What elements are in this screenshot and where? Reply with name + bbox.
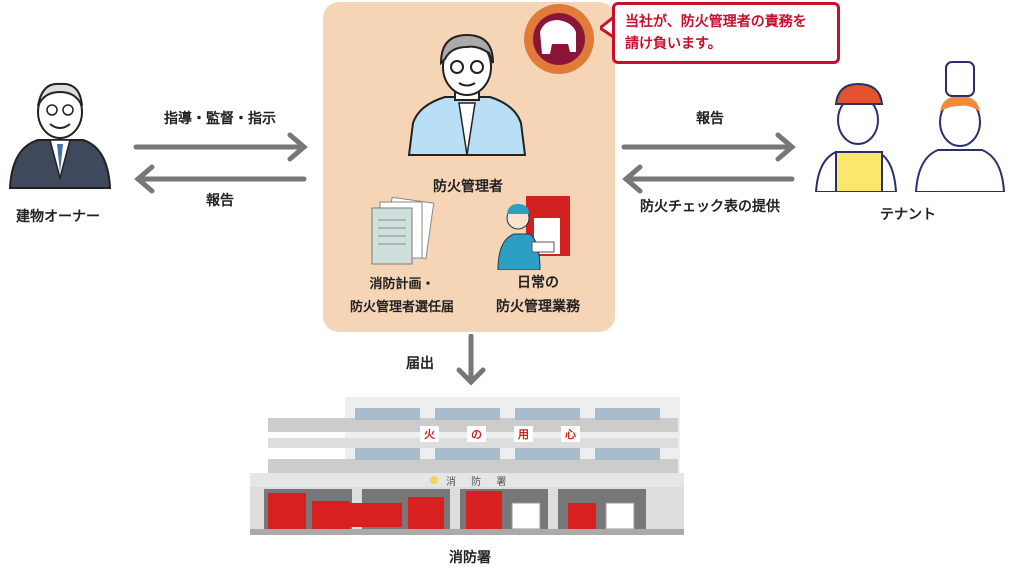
banner-char: 火 <box>420 426 439 442</box>
owner-label: 建物オーナー <box>16 209 100 225</box>
banner-char: 心 <box>561 426 580 442</box>
fire-station-label: 消防署 <box>449 550 491 566</box>
callout-line-1: 当社が、防火管理者の責務を <box>625 14 807 30</box>
callout-line-2: 請け負います。 <box>625 36 722 52</box>
arrow-down-icon <box>456 334 486 386</box>
banner-char: 用 <box>514 426 533 442</box>
daily-label-2: 防火管理業務 <box>496 299 580 315</box>
building-owner-illustration <box>8 82 112 189</box>
instruction-label: 指導・監督・指示 <box>164 111 276 127</box>
left-arrows <box>133 132 308 194</box>
banner-char: の <box>467 426 486 442</box>
report-label-left: 報告 <box>206 193 234 209</box>
right-arrows <box>621 132 796 194</box>
mells-corporation-logo <box>524 4 594 74</box>
fire-manager-illustration <box>407 33 527 156</box>
daily-label-1: 日常の <box>517 275 559 291</box>
fire-manager-label: 防火管理者 <box>433 179 503 195</box>
checklist-label: 防火チェック表の提供 <box>640 199 780 215</box>
tenant-illustration <box>814 61 1006 192</box>
arrow-right-icon <box>133 132 308 162</box>
documents-label-2: 防火管理者選任届 <box>349 300 455 315</box>
arrow-left-icon <box>134 164 307 194</box>
fire-equipment-worker-illustration <box>497 196 570 270</box>
arrow-right-icon <box>621 132 796 162</box>
station-sign: 消 防 署 <box>446 477 513 488</box>
documents-label-1: 消防計画・ <box>369 277 435 292</box>
service-callout: 当社が、防火管理者の責務を 請け負います。 <box>612 2 840 64</box>
fire-prevention-banner: 火 の 用 心 <box>420 426 580 442</box>
fire-station-illustration <box>250 397 684 535</box>
tenant-label: テナント <box>880 207 936 223</box>
arrow-left-icon <box>622 164 795 194</box>
report-label-right: 報告 <box>696 111 724 127</box>
submit-label: 届出 <box>406 356 434 372</box>
documents-icon <box>371 196 435 265</box>
